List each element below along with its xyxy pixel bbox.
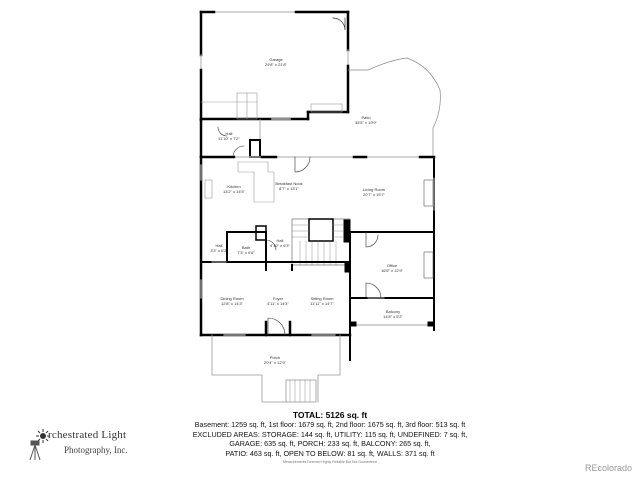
excluded-areas-2: GARAGE: 635 sq. ft, PORCH: 233 sq. ft, B… bbox=[229, 439, 431, 448]
excluded-areas-1: EXCLUDED AREAS: STORAGE: 144 sq. ft, UTI… bbox=[192, 429, 468, 439]
total-area: TOTAL: 5126 sq. ft bbox=[292, 410, 368, 420]
recolorado-watermark: REcolorado bbox=[584, 463, 632, 473]
main-walls bbox=[199, 155, 436, 361]
floor-areas: Basement: 1259 sq. ft, 1st floor: 1679 s… bbox=[194, 420, 466, 429]
logo-subtitle: Photography, Inc. bbox=[64, 445, 128, 455]
logo-name: rchestrated Light bbox=[48, 429, 127, 441]
photographer-logo: rchestrated Light Photography, Inc. bbox=[28, 425, 158, 465]
excluded-areas-3: PATIO: 463 sq. ft, OPEN TO BELOW: 81 sq.… bbox=[225, 448, 435, 458]
patio-outline bbox=[347, 57, 441, 158]
disclaimer: Measurements Deemed Highly Reliable But … bbox=[283, 460, 377, 464]
area-summary: TOTAL: 5126 sq. ft Basement: 1259 sq. ft… bbox=[160, 410, 500, 466]
garage-walls bbox=[199, 10, 350, 122]
tripod-camera-icon bbox=[29, 440, 41, 461]
porch-outline bbox=[211, 334, 341, 403]
